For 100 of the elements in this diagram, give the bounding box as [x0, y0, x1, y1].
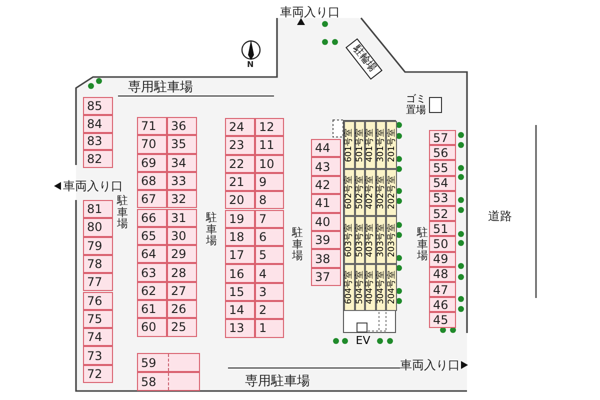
- parking-space: 7: [255, 210, 284, 228]
- parking-space: 15: [225, 282, 255, 301]
- parking-space: 25: [167, 318, 197, 337]
- parking-space: 11: [255, 136, 284, 155]
- apartment-unit: 202号室: [386, 168, 397, 216]
- apartment-unit: 403号室: [365, 216, 376, 264]
- parking-space: 28: [167, 263, 197, 282]
- apartment-unit: 603号室: [344, 216, 355, 264]
- garbage-area-label: ゴミ置場: [406, 94, 426, 116]
- parking-space: 14: [225, 301, 255, 320]
- entrance-label: 車両入り口: [400, 359, 460, 371]
- parking-space: 41: [311, 194, 341, 213]
- parking-space: 24: [225, 118, 255, 136]
- parking-space: 5: [255, 246, 284, 264]
- parking-space: 66: [137, 208, 167, 227]
- parking-space: 16: [225, 264, 255, 283]
- parking-space: 72: [83, 364, 113, 383]
- parking-space: 8: [255, 191, 284, 210]
- parking-space: 75: [83, 310, 113, 328]
- parking-space: 61: [137, 300, 167, 318]
- apartment-unit: 402号室: [365, 168, 376, 216]
- parking-space: 81: [83, 200, 113, 218]
- parking-space: 10: [255, 154, 284, 173]
- apartment-building: [343, 120, 396, 333]
- parking-space: 57: [429, 130, 456, 146]
- parking-space: 27: [167, 282, 197, 300]
- parking-area-label: 駐車場: [117, 195, 128, 230]
- parking-space: 53: [429, 190, 456, 206]
- parking-space: 52: [429, 206, 456, 222]
- parking-space: 62: [137, 282, 167, 300]
- apartment-unit: 503号室: [354, 216, 366, 264]
- parking-space: 18: [225, 228, 255, 246]
- parking-space: 36: [167, 117, 197, 136]
- parking-space: 31: [167, 208, 197, 227]
- lot-name-label: 専用駐車場: [245, 375, 310, 388]
- apartment-unit: 602号室: [344, 168, 355, 216]
- parking-space: 51: [429, 221, 456, 236]
- apartment-unit: 303号室: [376, 216, 386, 264]
- parking-space: 19: [225, 210, 255, 228]
- parking-space: 65: [137, 226, 167, 246]
- parking-space: 70: [137, 135, 167, 154]
- apartment-unit: 404号室: [365, 264, 376, 311]
- parking-space: 12: [255, 118, 284, 136]
- parking-space: 55: [429, 160, 456, 176]
- parking-space: 34: [167, 154, 197, 172]
- parking-space: 33: [167, 172, 197, 190]
- parking-space: 21: [225, 172, 255, 192]
- parking-space: 40: [311, 212, 341, 231]
- parking-space: 42: [311, 176, 341, 194]
- parking-space: 45: [429, 312, 456, 328]
- parking-space: 20: [225, 191, 255, 210]
- parking-space: 67: [137, 190, 167, 208]
- parking-space: 63: [137, 263, 167, 282]
- parking-space: 77: [83, 273, 113, 292]
- parking-space: 32: [167, 190, 197, 208]
- parking-space: 46: [429, 297, 456, 312]
- parking-space: 6: [255, 228, 284, 246]
- parking-space: 3: [255, 282, 284, 301]
- parking-space: 39: [311, 231, 341, 250]
- parking-space: 2: [255, 301, 284, 320]
- apartment-unit: 401号室: [365, 121, 376, 168]
- apartment-unit: 204号室: [386, 264, 397, 311]
- parking-space: 78: [83, 254, 113, 274]
- parking-space: 30: [167, 226, 197, 246]
- parking-space: 4: [255, 264, 284, 283]
- parking-space: 38: [311, 249, 341, 268]
- parking-area-label: 駐車場: [417, 227, 428, 262]
- parking-space: 1: [255, 319, 284, 338]
- parking-space: 82: [83, 150, 113, 168]
- parking-area-label: 駐車場: [206, 212, 217, 247]
- parking-space: 73: [83, 346, 113, 365]
- road-label: 道路: [488, 210, 512, 222]
- parking-space: 58: [137, 372, 200, 391]
- elevator-label: EV: [354, 334, 372, 347]
- parking-space: 74: [83, 328, 113, 346]
- parking-space: 83: [83, 132, 113, 150]
- parking-space: 50: [429, 236, 456, 252]
- parking-area-label: 駐車場: [292, 227, 303, 262]
- parking-space: 84: [83, 114, 113, 133]
- parking-space: 35: [167, 135, 197, 154]
- parking-space: 23: [225, 136, 255, 155]
- parking-space: 49: [429, 252, 456, 267]
- parking-space: 71: [137, 117, 167, 136]
- parking-space: 26: [167, 300, 197, 318]
- parking-space: 47: [429, 282, 456, 298]
- parking-space: 76: [83, 292, 113, 310]
- north-label: N: [247, 61, 254, 69]
- apartment-unit: 201号室: [386, 121, 397, 168]
- parking-space: 22: [225, 154, 255, 173]
- parking-space: 60: [137, 318, 167, 337]
- entrance-label: 車両入り口: [63, 180, 123, 192]
- parking-space: 9: [255, 172, 284, 192]
- parking-space: 85: [83, 97, 113, 115]
- apartment-unit: 301号室: [376, 121, 386, 168]
- parking-space: 80: [83, 218, 113, 237]
- apartment-unit: 501号室: [354, 121, 366, 168]
- parking-space: 43: [311, 157, 341, 176]
- parking-space: 48: [429, 266, 456, 282]
- apartment-unit: 604号室: [344, 264, 355, 311]
- parking-space: 17: [225, 246, 255, 264]
